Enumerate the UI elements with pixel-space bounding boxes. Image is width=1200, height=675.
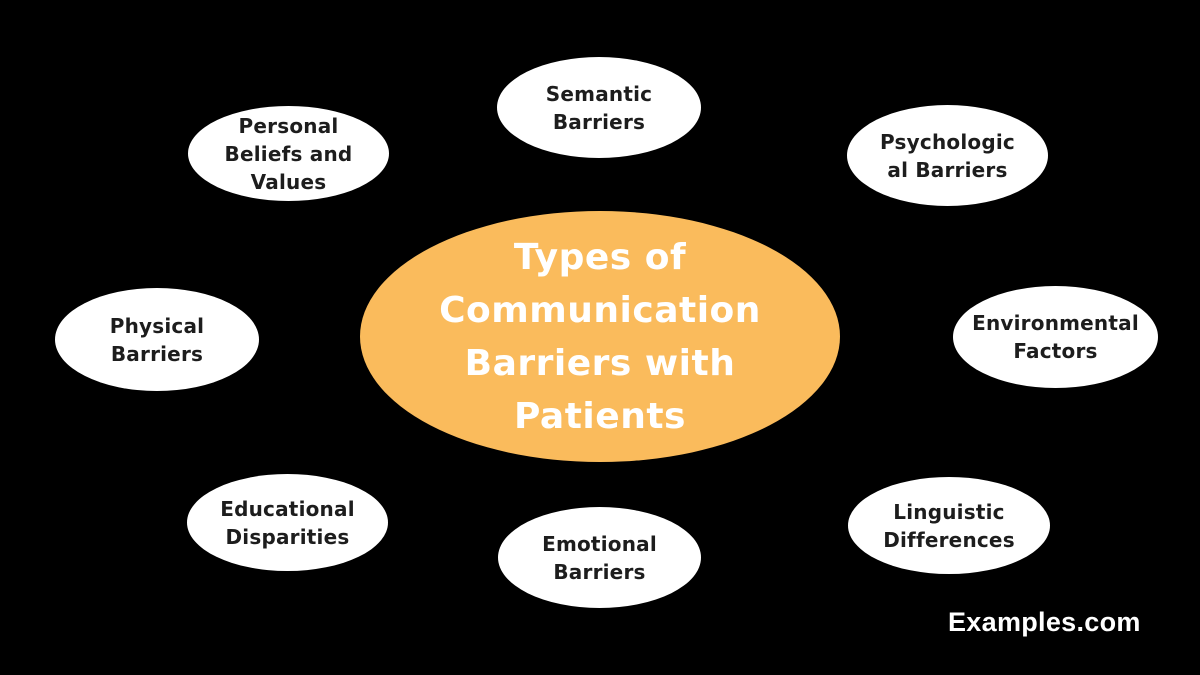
node-label-line: Psychologic [880,129,1015,154]
watermark-examples-com: Examples.com [948,607,1141,637]
node-label-line: Linguistic [893,499,1005,524]
central-topic-line: Barriers with [464,342,736,384]
node-label-line: Barriers [110,341,204,366]
arrow-up-right-icon [804,207,875,278]
central-topic: Types of Communication Barriers with Pat… [360,211,840,462]
arrow-down-icon [586,461,614,503]
central-topic-line: Patients [514,395,686,437]
arrow-up-left-icon [366,183,437,254]
node-label-line: Differences [883,527,1015,552]
node-semantic-barriers: Semantic Barriers [497,57,701,158]
node-emotional-barriers: Emotional Barriers [498,507,701,608]
node-linguistic-differences: Linguistic Differences [848,477,1050,574]
arrow-up-icon [578,162,622,214]
central-topic-line: Types of [513,236,687,278]
node-label-line: Disparities [225,524,350,549]
central-topic-line: Communication [439,289,761,331]
arrow-right-icon [850,320,928,376]
node-personal-beliefs-values: Personal Beliefs and Values [188,106,389,201]
node-label-line: Environmental [972,311,1139,335]
node-label-line: Semantic [545,81,653,106]
node-label-line: Educational [220,496,355,521]
node-label-line: Barriers [552,109,646,134]
node-label-line: Barriers [553,559,646,584]
node-label-line: Beliefs and [224,141,353,166]
node-label-line: al Barriers [887,157,1008,182]
node-label-line: Values [250,169,327,194]
node-environmental-factors: Environmental Factors [953,286,1158,388]
arrow-left-icon [272,318,344,366]
node-label-line: Factors [1013,339,1098,363]
node-psychological-barriers: Psychologic al Barriers [847,105,1048,206]
arrow-down-left-icon [368,419,439,490]
node-label-line: Physical [109,313,205,338]
node-label-line: Personal [238,113,339,138]
arrow-down-right-icon [786,403,860,477]
node-label-line: Emotional [542,531,657,556]
node-educational-disparities: Educational Disparities [187,474,388,571]
node-physical-barriers: Physical Barriers [55,288,259,391]
